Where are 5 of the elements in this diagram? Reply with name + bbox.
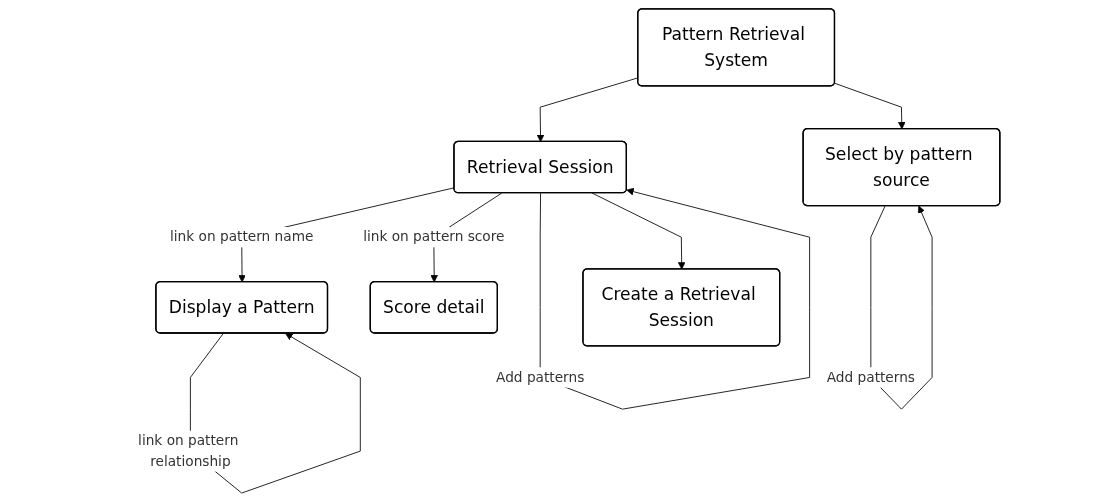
edge-label: link on pattern score — [362, 228, 505, 245]
edge-label: link on pattern name — [169, 228, 314, 245]
edge-label: Add patterns — [826, 368, 915, 386]
edge-label: Add patterns — [495, 368, 584, 386]
edge-label: link on pattern relationship — [137, 432, 238, 470]
